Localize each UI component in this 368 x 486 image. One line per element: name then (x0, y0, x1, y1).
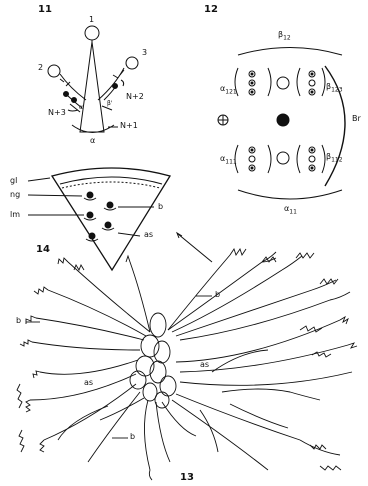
fig11-label-3: 3 (142, 48, 147, 57)
fig12-arc-beta12 (238, 48, 342, 56)
fig14-label-as: as (144, 230, 153, 239)
fig12-label-alpha121: α121 (220, 84, 237, 96)
fig14-label-lm: lm (10, 210, 20, 219)
fig13-drawing (17, 249, 357, 480)
fig11-label-2: 2 (38, 63, 43, 72)
fig14-label-ng: ng (10, 190, 20, 199)
fig11-label-n-plus-3: N+3 (48, 108, 66, 117)
fig12-flower-open-bottom (277, 152, 289, 164)
fig14-label-b: b (158, 202, 163, 211)
fig12-label-alpha11: α11 (284, 204, 297, 216)
fig12-label-beta12: β12 (278, 30, 291, 42)
fig12-flower-open-top (277, 77, 289, 89)
fig12-drawing (218, 48, 345, 200)
fig11-label-beta: β' (107, 100, 112, 107)
fig12-label-alpha111: α111 (220, 154, 237, 166)
fig11-label-alpha-small: α (79, 104, 83, 111)
fig11-axis-cone (80, 42, 104, 132)
fig11-flower-1 (85, 26, 99, 40)
fig13-number: 13 (180, 472, 194, 483)
fig11-branch-3 (98, 68, 124, 100)
fig11-flower-2 (48, 65, 60, 77)
fig12-axis-dot (277, 114, 289, 126)
fig14-wedge (52, 168, 170, 270)
fig13-label-b-top: b (215, 290, 220, 299)
fig13-label-b-bottom: b (130, 432, 135, 441)
fig13-label-as-left: as (84, 378, 93, 387)
fig11-label-n-plus-2: N+2 (126, 92, 144, 101)
fig13-label-b-left: b (16, 316, 21, 325)
fig12-label-beta123: β123 (326, 82, 343, 94)
fig14-drawing (28, 168, 212, 270)
fig13-label-as-right: as (200, 360, 209, 369)
fig14-gland-layer (60, 177, 162, 184)
fig12-label-beta112: β112 (326, 152, 343, 164)
fig11-number: 11 (38, 4, 52, 15)
fig11-label-alpha: α (90, 136, 95, 145)
fig12-label-br: Br (352, 114, 361, 123)
fig11-label-n-plus-1: N+1 (120, 121, 138, 130)
fig12-number: 12 (204, 4, 218, 15)
fig14-label-gl: gl (10, 176, 17, 185)
fig11-flower-3 (126, 57, 138, 69)
fig14-number: 14 (36, 244, 50, 255)
fig11-label-1: 1 (89, 15, 94, 24)
fig12-arc-alpha11 (238, 190, 342, 199)
